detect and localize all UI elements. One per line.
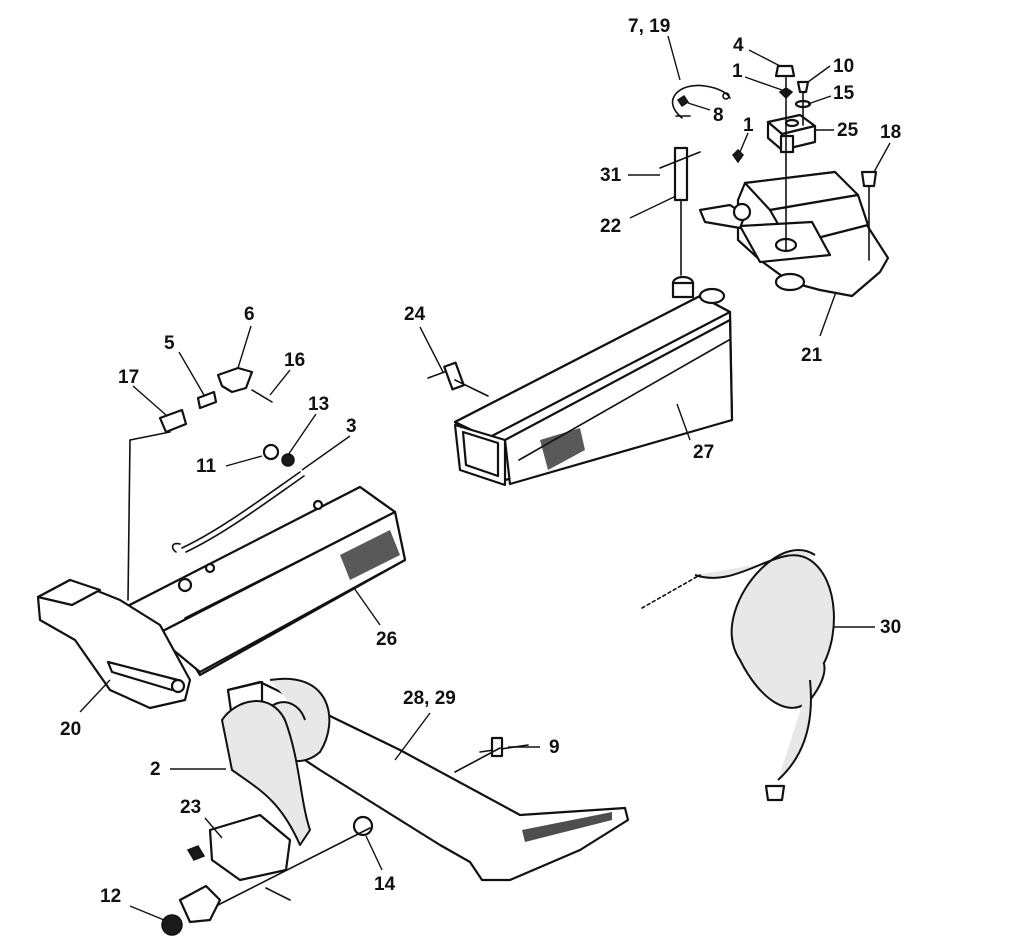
callout-20: 20 xyxy=(60,719,81,740)
callout-15: 15 xyxy=(833,83,855,104)
callout-4: 4 xyxy=(733,35,744,56)
callout-1-lower: 1 xyxy=(743,115,754,136)
callout-9: 9 xyxy=(549,737,560,758)
callout-30: 30 xyxy=(880,617,901,638)
callout-11: 11 xyxy=(196,456,217,477)
callout-31: 31 xyxy=(600,165,622,186)
callout-2: 2 xyxy=(150,759,161,780)
callout-6: 6 xyxy=(244,304,255,325)
hardware-bottom xyxy=(161,815,374,936)
callout-24: 24 xyxy=(404,304,426,325)
plate-25 xyxy=(766,113,817,154)
callout-labels: 7, 19 4 10 1 15 8 1 25 18 31 22 21 24 27… xyxy=(60,16,901,907)
callout-27: 27 xyxy=(693,442,714,463)
callout-18: 18 xyxy=(880,122,901,143)
callout-5: 5 xyxy=(164,333,175,354)
callout-13: 13 xyxy=(308,394,329,415)
callout-14: 14 xyxy=(374,874,396,895)
latch-6-hardware xyxy=(127,366,295,601)
pin-assembly-22 xyxy=(659,84,731,276)
spring-3 xyxy=(171,471,305,553)
callout-10: 10 xyxy=(833,56,854,77)
callout-26: 26 xyxy=(376,629,397,650)
callout-16: 16 xyxy=(284,350,305,371)
callout-21: 21 xyxy=(801,345,823,366)
callout-17: 17 xyxy=(118,367,139,388)
hitch-bracket-assembly xyxy=(698,170,890,298)
callout-1-upper: 1 xyxy=(732,61,743,82)
callout-8: 8 xyxy=(713,105,724,126)
receiver-tube-27 xyxy=(453,275,734,487)
callout-22: 22 xyxy=(600,216,621,237)
chain-strap-30 xyxy=(641,549,835,802)
ratchet-strap-2 xyxy=(186,677,331,901)
t-pin-24 xyxy=(427,361,489,397)
callout-7-19: 7, 19 xyxy=(628,16,670,37)
callout-3: 3 xyxy=(346,416,357,437)
foot-20 xyxy=(36,578,192,710)
callout-25: 25 xyxy=(837,120,859,141)
callout-23: 23 xyxy=(180,797,201,818)
callout-12: 12 xyxy=(100,886,121,907)
leader-lines xyxy=(79,35,891,921)
callout-28-29: 28, 29 xyxy=(403,688,456,709)
